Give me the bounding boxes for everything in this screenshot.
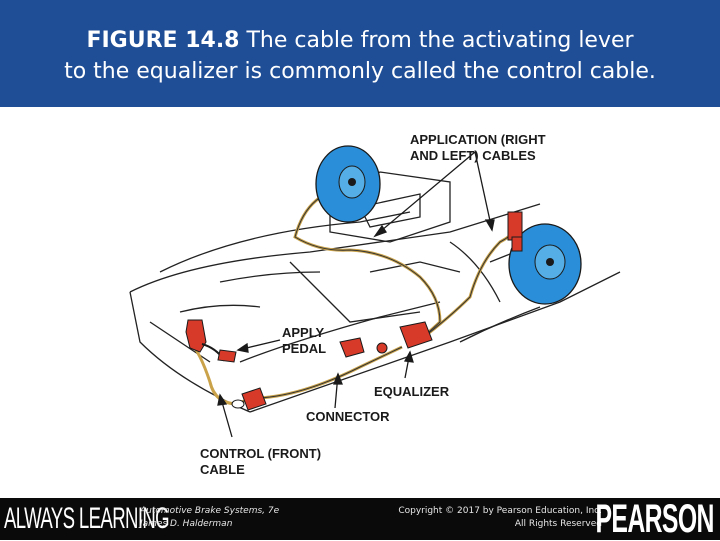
label-equalizer: EQUALIZER: [374, 384, 450, 399]
label-apply-pedal: APPLY PEDAL: [282, 325, 326, 357]
label-apply-line-2: PEDAL: [282, 341, 327, 356]
right-caliper-bracket: [511, 236, 523, 252]
right-rear-drum: [507, 211, 582, 305]
application-arrow-right: [474, 151, 493, 231]
pedal-bracket: [185, 319, 207, 353]
apply-pedal-assembly: [185, 319, 237, 363]
equalizer-pivot: [376, 342, 388, 354]
application-arrowhead-left: [373, 224, 387, 238]
label-application-line-1: APPLICATION (RIGHT: [410, 132, 546, 147]
left-rear-drum: [315, 145, 381, 223]
book-title: Automotive Brake Systems, 7e: [140, 506, 280, 516]
label-control-cable: CONTROL (FRONT) CABLE: [200, 446, 321, 478]
label-apply-line-1: APPLY: [282, 325, 325, 340]
diagram-drawing: [129, 145, 621, 438]
book-author: James D. Halderman: [140, 519, 233, 529]
always-learning-logo: ALWAYS LEARNING: [4, 502, 170, 535]
pearson-logo: PEARSON: [595, 497, 715, 541]
figure-caption-part-1: The cable from the activating lever: [239, 28, 634, 53]
cable-centerlines: [237, 187, 521, 405]
control-arrowhead: [217, 393, 228, 406]
label-connector: CONNECTOR: [306, 409, 390, 424]
application-arrow-left: [374, 151, 476, 237]
connector-assembly: [231, 387, 267, 411]
left-drum-center: [348, 178, 356, 186]
label-control-line-1: CONTROL (FRONT): [200, 446, 322, 461]
rights-line: All Rights Reserved: [514, 519, 602, 529]
equalizer-lever: [339, 337, 365, 358]
pedal-pad: [217, 349, 237, 363]
right-drum-center: [546, 258, 554, 266]
label-application-line-2: AND LEFT) CABLES: [410, 148, 536, 163]
equalizer-bracket: [399, 321, 433, 349]
figure-title-line-1: FIGURE 14.8 The cable from the activatin…: [0, 27, 720, 55]
copyright-notice: Copyright © 2017 by Pearson Education, I…: [398, 505, 602, 531]
connector-body: [241, 387, 267, 411]
equalizer-assembly: [339, 321, 433, 358]
footer-bar: ALWAYS LEARNING Automotive Brake Systems…: [0, 498, 720, 540]
figure-title-line-2: to the equalizer is commonly called the …: [64, 59, 656, 84]
label-application-cables: APPLICATION (RIGHT AND LEFT) CABLES: [410, 132, 546, 164]
right-caliper: [507, 211, 523, 241]
connector-arrowhead: [333, 372, 343, 385]
leader-arrows: [217, 151, 495, 438]
parking-brake-diagram: APPLICATION (RIGHT AND LEFT) CABLES APPL…: [120, 112, 660, 492]
connector-end: [231, 399, 245, 409]
title-banner: FIGURE 14.8 The cable from the activatin…: [0, 0, 720, 107]
book-credit: Automotive Brake Systems, 7e James D. Ha…: [140, 505, 279, 531]
apply-arrowhead: [236, 342, 249, 353]
figure-number: FIGURE 14.8: [86, 28, 240, 53]
copyright-line: Copyright © 2017 by Pearson Education, I…: [398, 506, 602, 516]
equalizer-arrowhead: [403, 350, 414, 363]
label-control-line-2: CABLE: [200, 462, 245, 477]
application-arrowhead-right: [484, 219, 495, 232]
